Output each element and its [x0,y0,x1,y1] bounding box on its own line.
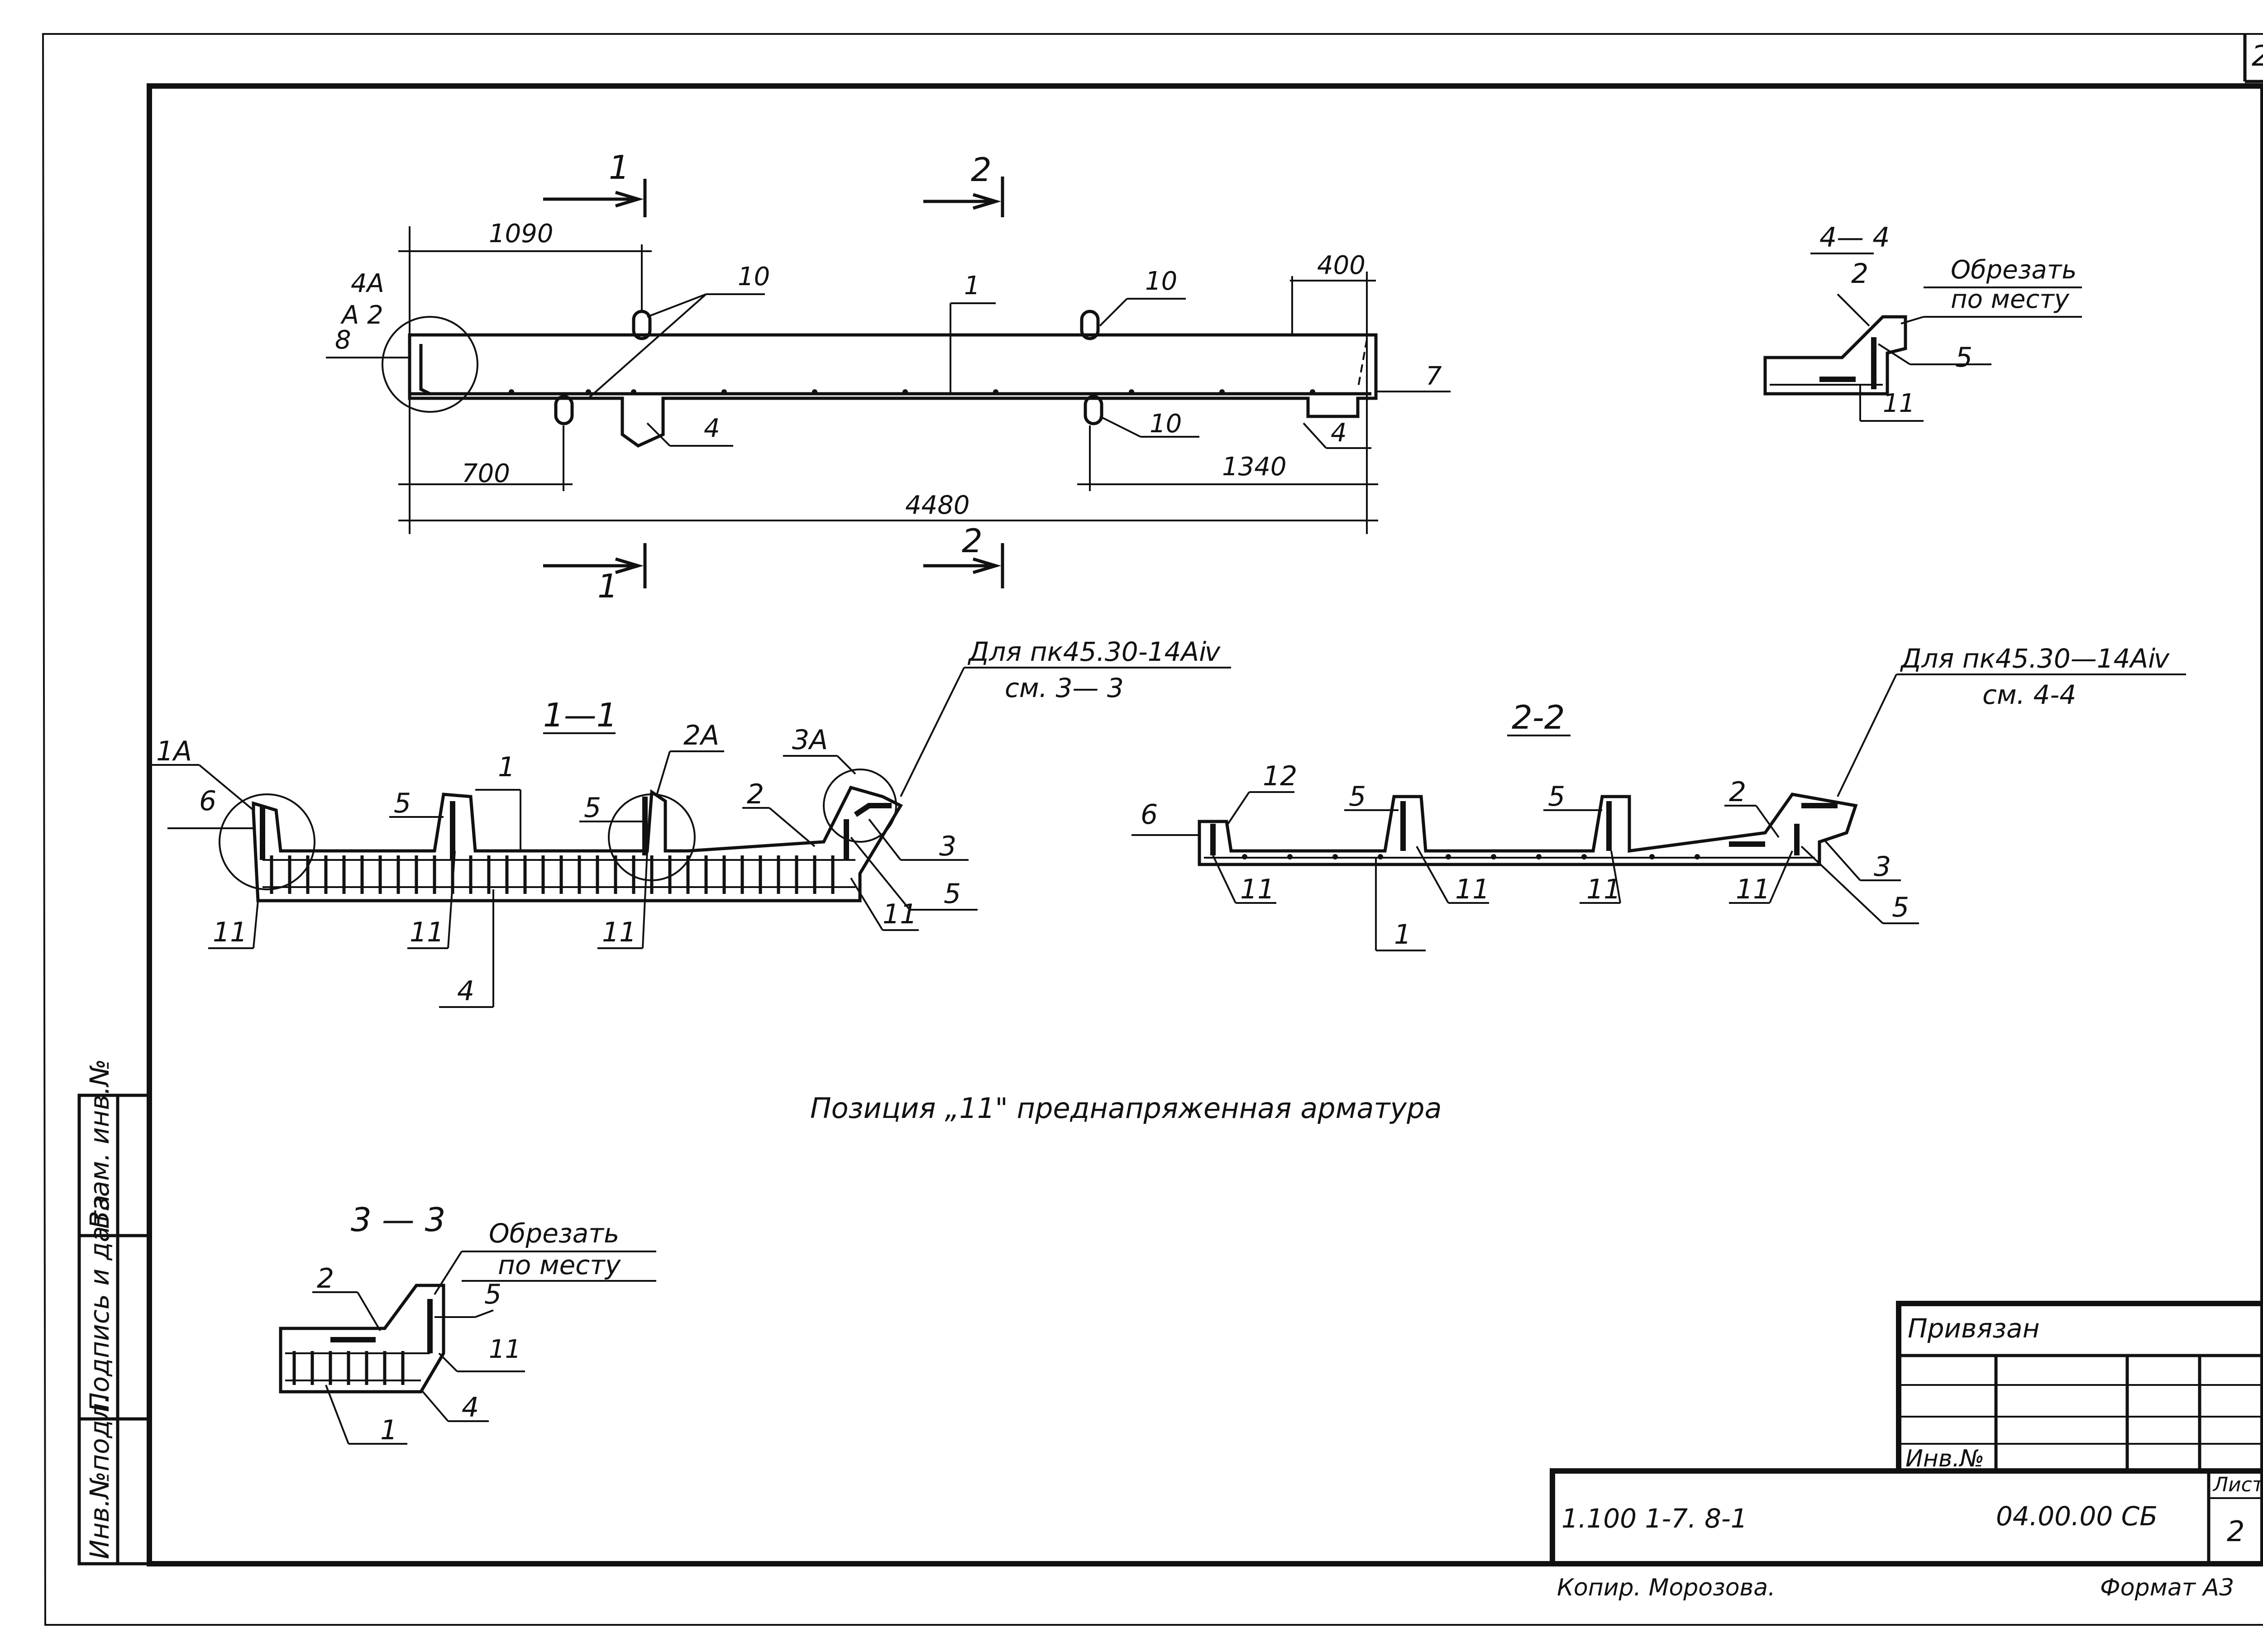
section-1-1: 1—1 [149,636,1231,1008]
plan-label-a2: А 2 [340,301,383,330]
sec11-3a: 3А [792,724,828,756]
tb-privyazan: Привязан [1908,1313,2040,1344]
sec22-11a: 11 [1240,874,1275,905]
plan-label-4a: 4А [351,269,384,298]
sec22-title: 2-2 [1512,698,1565,736]
note-prestressed: Позиция „11" преднапряженная арматура [810,1092,1442,1125]
sec44-5: 5 [1955,342,1972,373]
sec22-3: 3 [1874,851,1891,883]
sec11-5b: 5 [584,792,601,824]
sec44-11: 11 [1883,389,1915,418]
cut-2-bottom: 2 [962,522,983,560]
sec11-5c: 5 [944,878,961,910]
section-3-3: 3 — 3 Обрезать по месту 2 5 11 4 [279,1201,656,1446]
sec22-1: 1 [1394,919,1411,950]
cut-1-bottom: 1 [597,567,618,605]
sec11-11c: 11 [602,917,636,948]
sec11-11d: 11 [883,898,917,930]
plan-pos-10b: 10 [1145,267,1177,296]
sec11-5a: 5 [394,788,411,819]
sec44-title: 4— 4 [1819,222,1890,253]
sec11-note-ref: см. 3— 3 [1005,673,1124,703]
sec33-5: 5 [484,1279,501,1310]
tb-list-label: Лист [2212,1473,2263,1496]
sec33-cut-note-1: Обрезать [489,1218,619,1249]
plan-pos-10c: 10 [1150,409,1182,439]
sec22-2: 2 [1729,776,1746,808]
sec33-4: 4 [462,1392,479,1423]
sec44-2: 2 [1851,258,1868,290]
sec11-title: 1—1 [543,696,617,734]
tb-list-no: 2 [2227,1515,2244,1548]
tb-format: Формат А3 [2100,1574,2234,1601]
stamp-vzam: Взам. инв.№ [84,1059,115,1229]
sec33-11: 11 [489,1335,521,1364]
dim-400: 400 [1317,251,1365,280]
tb-code: 1.100 1-7. 8-1 [1561,1503,1747,1534]
stamp-inv-podl: Инв.№подл. [84,1395,115,1559]
sec22-12: 12 [1263,760,1297,792]
sec22-11c: 11 [1586,874,1621,905]
sec11-11b: 11 [410,917,444,948]
plan-pos-4a: 4 [704,414,720,443]
sec11-3: 3 [939,831,956,862]
sec11-2a: 2А [683,720,719,751]
sec22-note: Для пк45.30—14Аⅳ [1900,643,2170,674]
plan-pos-8: 8 [335,325,351,355]
sec22-11b: 11 [1455,874,1490,905]
sec22-5a: 5 [1349,781,1366,812]
sec22-6: 6 [1141,799,1158,831]
sec11-4: 4 [457,975,474,1007]
sec44-cut-note-2: по месту [1951,285,2070,314]
sec11-1a: 1А [156,735,192,767]
sec33-cut-note-2: по месту [498,1250,621,1280]
stamp-podpis: Подпись и дата [84,1195,115,1412]
tb-doc: 04.00.00 СБ [1996,1501,2158,1532]
side-stamp: Инв.№подл. Подпись и дата Взам. инв.№ [77,1059,151,1566]
dim-700: 700 [462,459,510,488]
sec22-11d: 11 [1736,874,1770,905]
dim-1340: 1340 [1222,452,1287,482]
title-block: Привязан Инв.№ 1.100 1-7. 8-1 04.00.00 С… [1550,1301,2263,1601]
sec33-1: 1 [380,1414,397,1446]
sec33-title: 3 — 3 [351,1201,445,1239]
plan-pos-4b: 4 [1331,418,1347,448]
tb-inv-no: Инв.№ [1905,1445,1984,1472]
sec11-2: 2 [747,778,764,810]
plan-view: 1090 400 700 1340 4480 1 2 1 2 4А А 2 8 … [326,148,1451,605]
sec33-2: 2 [317,1263,334,1294]
sec22-5b: 5 [1548,781,1565,812]
sec11-note: Для пк45.30-14Аⅳ [967,636,1221,667]
plan-pos-10a: 10 [738,262,770,291]
section-4-4: 4— 4 Обрезать по месту 2 5 11 [1763,222,2082,422]
sec11-11a: 11 [213,917,247,948]
sec11-1: 1 [498,751,515,783]
section-2-2: 2-2 6 12 5 5 2 Для пк45.30—14Аⅳ [1132,643,2186,951]
sec11-stirrups [270,855,835,894]
sec44-cut-note-1: Обрезать [1951,255,2077,285]
sec22-note-ref: см. 4-4 [1982,679,2076,710]
tb-copied: Копир. Морозова. [1557,1574,1776,1601]
sec11-6: 6 [199,785,216,817]
plan-pos-7: 7 [1426,362,1442,391]
cut-2-top: 2 [971,151,992,189]
cut-1-top: 1 [609,148,630,186]
dim-1090: 1090 [489,219,554,248]
sheet-number: 24 [2252,39,2263,72]
sec22-5c: 5 [1892,892,1909,923]
plan-pos-1: 1 [964,271,980,301]
dim-4480: 4480 [905,491,970,520]
